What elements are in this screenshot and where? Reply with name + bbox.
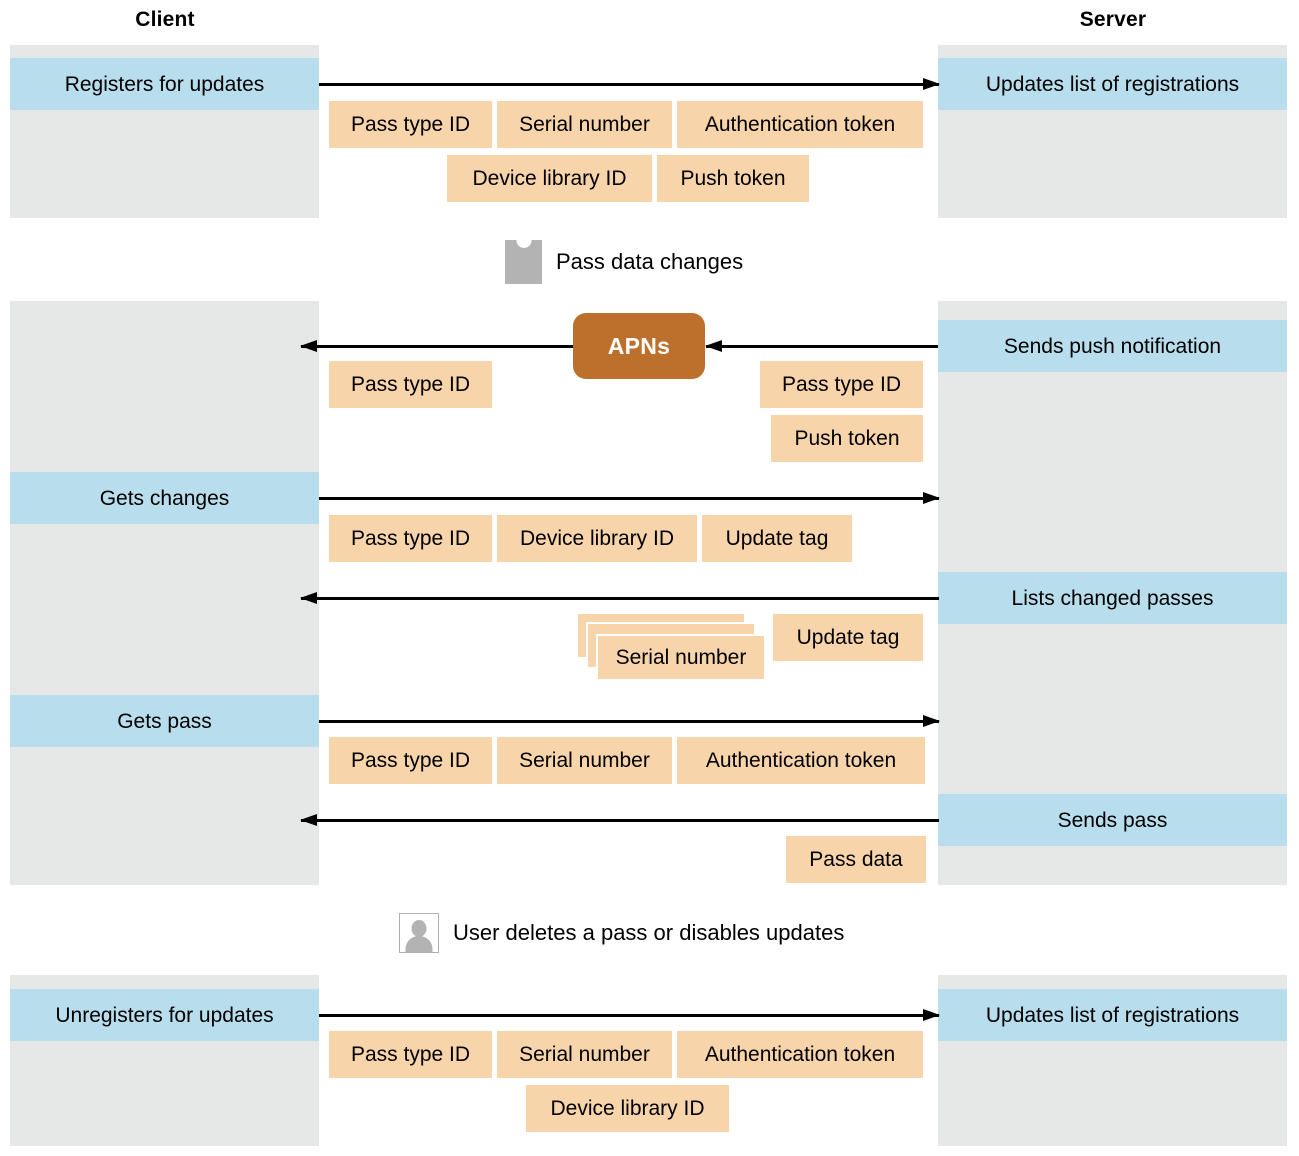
payload-pass-type-id: Pass type ID: [329, 1031, 492, 1078]
separator-label: Pass data changes: [556, 249, 744, 274]
action-updates-list-of-registrations[interactable]: Updates list of registrations: [938, 58, 1287, 110]
action-gets-pass[interactable]: Gets pass: [10, 695, 319, 747]
payload-pass-type-id: Pass type ID: [329, 515, 492, 562]
arrow-shaft: [319, 497, 939, 500]
action-lists-changed-passes[interactable]: Lists changed passes: [938, 572, 1287, 624]
arrow-head: [923, 715, 940, 727]
lifeline-client-main: [10, 301, 319, 885]
payload-device-library-id: Device library ID: [447, 155, 652, 202]
arrow-get-changes-client-to-server: [319, 492, 940, 504]
payload-serial-number: Serial number: [497, 1031, 672, 1078]
separator-user-deletes-pass: User deletes a pass or disables updates: [399, 913, 844, 953]
payload-device-library-id: Device library ID: [497, 515, 697, 562]
separator-pass-data-changes: Pass data changes: [505, 240, 743, 284]
action-sends-push-notification[interactable]: Sends push notification: [938, 320, 1287, 372]
action-updates-list-of-registrations[interactable]: Updates list of registrations: [938, 989, 1287, 1041]
payload-authentication-token: Authentication token: [677, 737, 925, 784]
arrow-head: [923, 78, 940, 90]
arrow-shaft: [706, 345, 938, 348]
arrow-shaft: [319, 720, 939, 723]
payload-server-pass-type-id: Pass type ID: [760, 361, 923, 408]
column-header-client: Client: [135, 8, 195, 31]
arrow-shaft: [319, 83, 939, 86]
payload-pass-type-id: Pass type ID: [329, 101, 492, 148]
arrow-head: [300, 592, 317, 604]
user-icon-head: [411, 920, 427, 937]
payload-serial-number-stack: Serial number: [576, 612, 766, 682]
user-icon-body: [405, 936, 433, 952]
separator-label: User deletes a pass or disables updates: [453, 920, 845, 945]
arrow-head: [705, 340, 722, 352]
arrow-register-client-to-server: [319, 78, 940, 90]
payload-device-library-id: Device library ID: [526, 1085, 729, 1132]
arrow-head: [923, 1009, 940, 1021]
action-registers-for-updates[interactable]: Registers for updates: [10, 58, 319, 110]
payload-push-token: Push token: [657, 155, 809, 202]
arrow-head: [300, 814, 317, 826]
action-unregisters-for-updates[interactable]: Unregisters for updates: [10, 989, 319, 1041]
payload-authentication-token: Authentication token: [677, 101, 923, 148]
payload-server-push-token: Push token: [771, 415, 923, 462]
arrow-head: [923, 492, 940, 504]
arrow-shaft: [301, 819, 939, 822]
arrow-server-to-apns: [705, 340, 938, 352]
arrow-get-pass-client-to-server: [319, 715, 940, 727]
pass-icon: [505, 240, 542, 284]
arrow-unregister-client-to-server: [319, 1009, 940, 1021]
arrow-shaft: [301, 597, 939, 600]
arrow-shaft: [301, 345, 573, 348]
payload-authentication-token: Authentication token: [677, 1031, 923, 1078]
payload-serial-number: Serial number: [497, 101, 672, 148]
action-gets-changes[interactable]: Gets changes: [10, 472, 319, 524]
payload-serial-number: Serial number: [596, 634, 766, 681]
apns-node[interactable]: APNs: [573, 313, 705, 379]
arrow-list-changed-server-to-client: [300, 592, 939, 604]
column-header-server: Server: [1079, 8, 1147, 31]
payload-update-tag: Update tag: [702, 515, 852, 562]
payload-serial-number: Serial number: [497, 737, 672, 784]
payload-update-tag: Update tag: [773, 614, 923, 661]
user-icon: [399, 913, 439, 953]
action-sends-pass[interactable]: Sends pass: [938, 794, 1287, 846]
payload-pass-type-id: Pass type ID: [329, 737, 492, 784]
payload-pass-data: Pass data: [786, 836, 926, 883]
arrow-shaft: [319, 1014, 939, 1017]
arrow-send-pass-server-to-client: [300, 814, 939, 826]
payload-client-pass-type-id: Pass type ID: [329, 361, 492, 408]
arrow-apns-to-client: [300, 340, 573, 352]
arrow-head: [300, 340, 317, 352]
